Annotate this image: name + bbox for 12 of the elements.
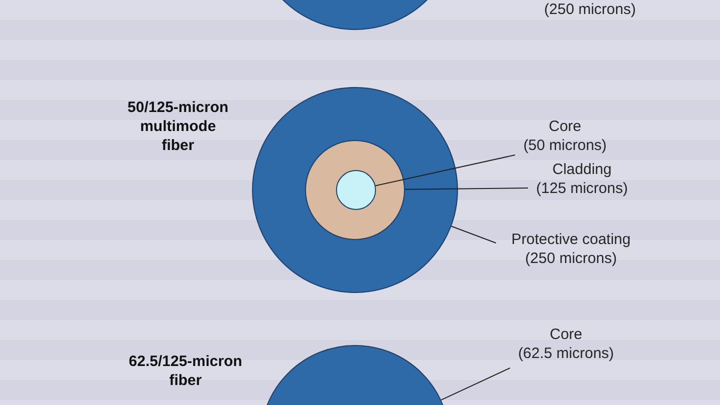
leader-line xyxy=(440,368,510,400)
fiber-type-label: 62.5/125-micron fiber xyxy=(128,352,244,390)
leader-line xyxy=(375,154,516,186)
size-label: (250 microns) xyxy=(543,0,637,19)
part-label: Core (50 microns) xyxy=(515,117,615,155)
part-label: Core (62.5 microns) xyxy=(510,325,622,363)
leader-line xyxy=(450,226,496,244)
part-label: Protective coating (250 microns) xyxy=(496,230,646,268)
leader-line xyxy=(404,188,528,190)
fiber-type-label: 50/125-micron multimode fiber xyxy=(126,98,230,155)
part-label: Cladding (125 microns) xyxy=(528,160,636,198)
core-cross-section xyxy=(336,170,376,210)
